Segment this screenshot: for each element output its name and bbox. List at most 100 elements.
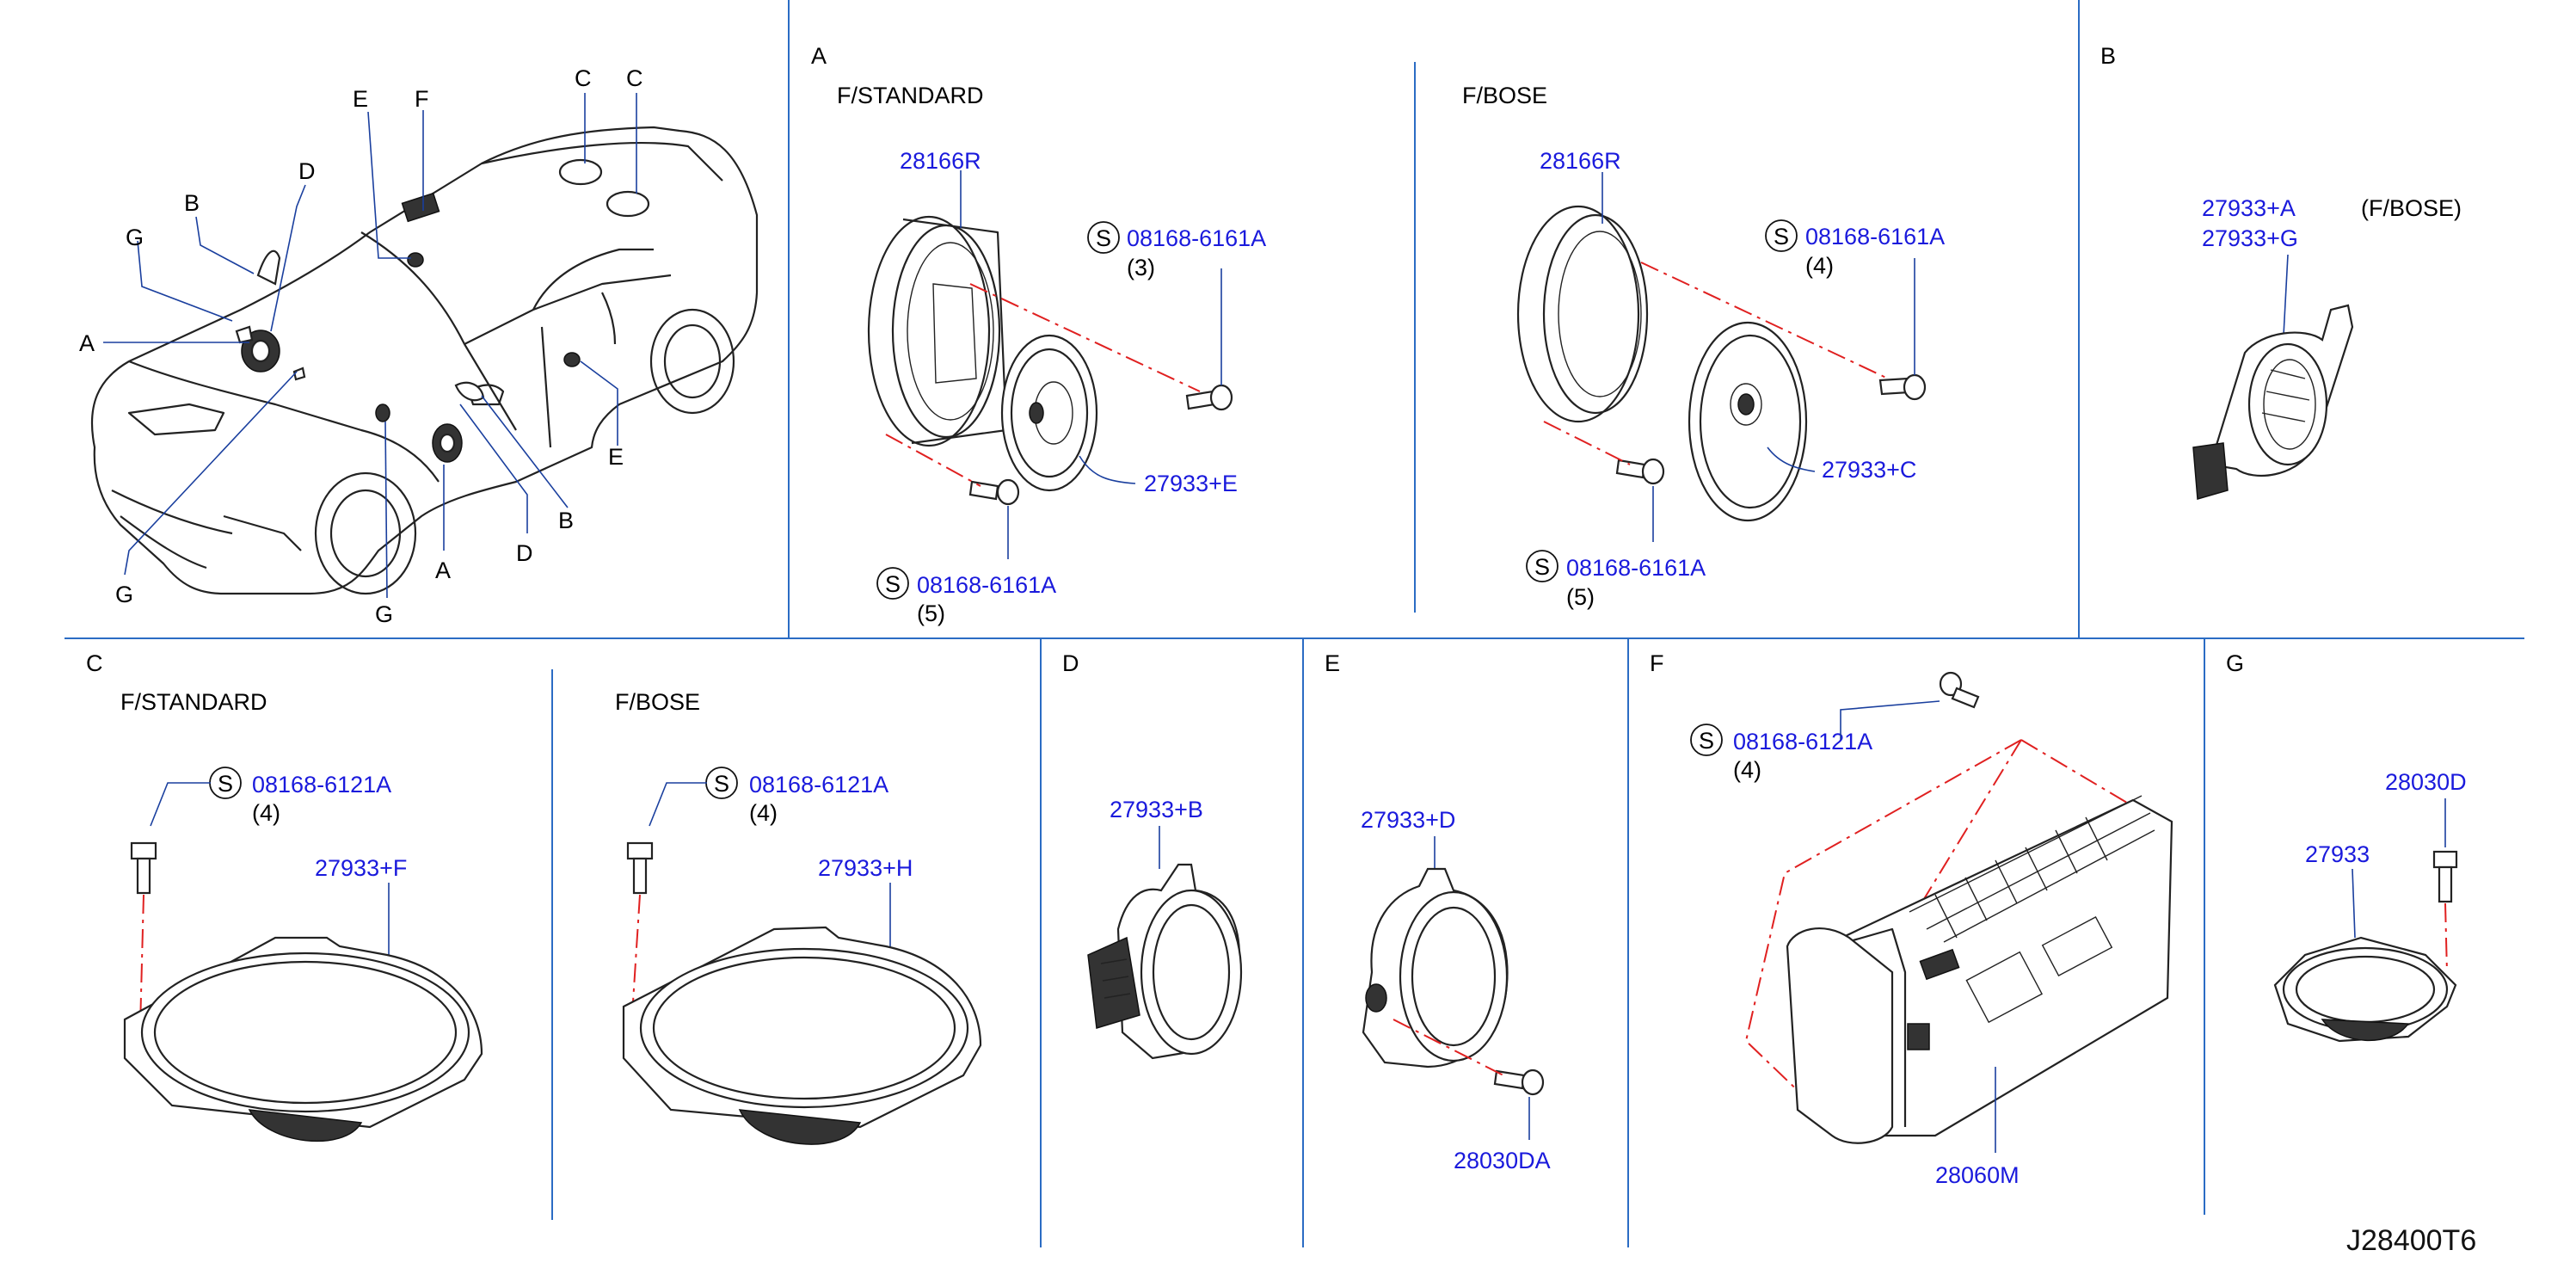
- qty-bose-bottom: (5): [1566, 584, 1595, 610]
- screw-part-standard-top: 08168-6161A: [1127, 225, 1266, 251]
- speaker-part-27933c: 27933+C: [1822, 457, 1916, 483]
- label-B1: B: [184, 190, 200, 216]
- svg-text:S: S: [218, 771, 233, 797]
- label-D1: D: [298, 158, 316, 184]
- svg-text:S: S: [1774, 224, 1789, 249]
- panel-e: E 27933+D 28030DA: [1325, 650, 1551, 1173]
- screw-c-bose: [626, 841, 654, 895]
- bracket-28166r-standard: [867, 215, 1008, 447]
- panel-d: D 27933+B: [1062, 650, 1243, 1060]
- panel-g: G 28030D 27933: [2226, 650, 2467, 1043]
- tweeter-27933a: [2192, 304, 2354, 500]
- screw-part-bose-bottom: 08168-6161A: [1566, 555, 1706, 581]
- panel-dividers: [65, 0, 2524, 1247]
- screw-c-standard: [130, 841, 157, 895]
- speaker-27933: [2273, 936, 2457, 1043]
- qty-f: (4): [1733, 757, 1761, 783]
- speaker-part-27933e: 27933+E: [1144, 471, 1238, 496]
- overview-labels: A A B B C C D D E E F G G G: [79, 65, 643, 627]
- label-A1: A: [79, 330, 95, 356]
- panel-f: F S 08168-6121A (4) 28060M: [1650, 650, 2173, 1188]
- panel-b-letter: B: [2100, 43, 2116, 69]
- speaker-part-27933h: 27933+H: [818, 855, 913, 881]
- panel-g-letter: G: [2226, 650, 2244, 676]
- screw-28030da: [1493, 1069, 1545, 1096]
- speaker-27933d: [1362, 867, 1509, 1069]
- qty-standard-top: (3): [1127, 255, 1155, 280]
- qty-standard-bottom: (5): [917, 600, 945, 626]
- speaker-part-27933: 27933: [2305, 841, 2370, 867]
- s-symbol-bose-bottom: S: [1526, 550, 1559, 582]
- speaker-27933b: [1087, 863, 1243, 1060]
- panel-d-letter: D: [1062, 650, 1079, 676]
- part-28166r-bose: 28166R: [1540, 148, 1621, 174]
- part-27933g: 27933+G: [2202, 225, 2298, 251]
- screw-standard-top: [1185, 384, 1233, 411]
- bracket-28166r-bose: [1516, 205, 1649, 423]
- screw-part-standard-bottom: 08168-6161A: [917, 572, 1056, 598]
- part-28166r-standard: 28166R: [900, 148, 981, 174]
- qty-bose-top: (4): [1805, 253, 1834, 279]
- label-B2: B: [558, 508, 574, 533]
- panel-a-bose: F/BOSE: [1462, 83, 1945, 610]
- qty-c-bose: (4): [749, 800, 778, 826]
- label-C1: C: [575, 65, 592, 91]
- panel-c-bose-title: F/BOSE: [615, 689, 700, 715]
- screw-part-28030da: 28030DA: [1454, 1148, 1551, 1173]
- screw-part-c-standard: 08168-6121A: [252, 772, 391, 798]
- s-symbol-bose-top: S: [1765, 219, 1798, 252]
- speaker-27933h: [622, 926, 982, 1145]
- label-F1: F: [415, 86, 429, 112]
- label-G2: G: [115, 582, 133, 607]
- panel-c-letter: C: [86, 650, 103, 676]
- s-symbol-c-bose: S: [705, 767, 738, 799]
- svg-text:S: S: [1096, 225, 1111, 251]
- car-overview: A A B B C C D D E E F G G G: [79, 65, 759, 627]
- s-symbol-standard-top: S: [1087, 221, 1120, 254]
- speaker-part-27933f: 27933+F: [315, 855, 407, 881]
- speaker-part-27933b: 27933+B: [1110, 797, 1203, 822]
- screw-bose-top: [1878, 373, 1927, 401]
- screw-f: [1939, 671, 1980, 709]
- speaker-part-27933d: 27933+D: [1361, 807, 1455, 833]
- screw-part-bose-top: 08168-6161A: [1805, 224, 1945, 249]
- s-symbol-c-standard: S: [209, 767, 242, 799]
- component-markers: [235, 158, 650, 463]
- label-D2: D: [516, 540, 533, 566]
- label-C2: C: [626, 65, 643, 91]
- panel-f-letter: F: [1650, 650, 1664, 676]
- label-G1: G: [126, 225, 144, 250]
- panel-a: A F/STANDARD: [811, 43, 1945, 626]
- panel-c-bose: F/BOSE S 08168-6121A (4) 27933+H: [615, 689, 982, 1145]
- speaker-27933e: [1000, 334, 1098, 492]
- amplifier-28060m: [1786, 795, 2173, 1144]
- svg-text:S: S: [885, 571, 901, 597]
- panel-b-note: (F/BOSE): [2361, 195, 2462, 221]
- panel-c-standard: F/STANDARD S 08168-6121A (4) 27933+F: [120, 689, 483, 1142]
- qty-c-standard: (4): [252, 800, 280, 826]
- panel-a-standard: F/STANDARD: [837, 83, 1266, 626]
- label-E1: E: [353, 86, 368, 112]
- panel-a-bose-title: F/BOSE: [1462, 83, 1547, 108]
- diagram-code: J28400T6: [2346, 1224, 2476, 1257]
- svg-text:S: S: [1534, 554, 1550, 580]
- part-27933a: 27933+A: [2202, 195, 2296, 221]
- speaker-27933c: [1688, 321, 1808, 522]
- screw-g: [2432, 850, 2458, 903]
- s-symbol-standard-bottom: S: [876, 567, 909, 600]
- amplifier-part-28060m: 28060M: [1935, 1162, 2020, 1188]
- speaker-27933f: [123, 936, 483, 1142]
- screw-part-f: 08168-6121A: [1733, 729, 1872, 754]
- label-A2: A: [435, 557, 451, 583]
- label-G3: G: [375, 601, 393, 627]
- panel-a-letter: A: [811, 43, 827, 69]
- screw-standard-bottom: [968, 478, 1020, 506]
- screw-bose-bottom: [1615, 458, 1665, 485]
- panel-c-standard-title: F/STANDARD: [120, 689, 267, 715]
- screw-part-28030d: 28030D: [2385, 769, 2467, 795]
- screw-part-c-bose: 08168-6121A: [749, 772, 888, 798]
- s-symbol-f: S: [1690, 724, 1723, 756]
- svg-text:S: S: [1699, 728, 1714, 754]
